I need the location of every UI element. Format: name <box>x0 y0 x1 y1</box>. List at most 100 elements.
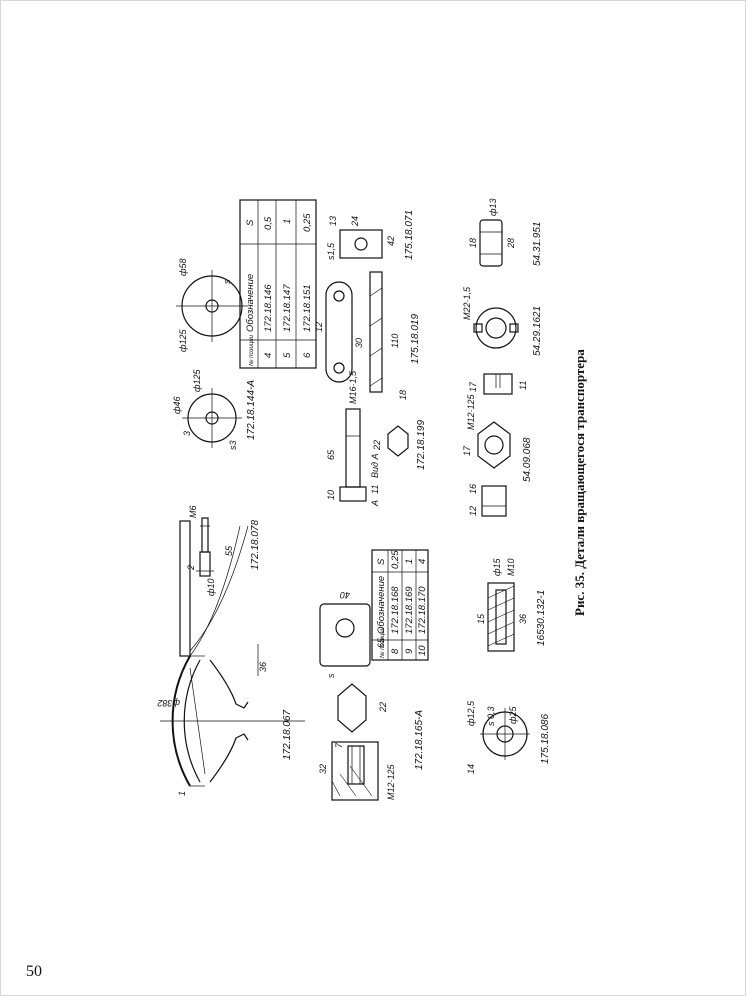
dim-36: 36 <box>258 662 268 672</box>
tt-r2c1: 172.18.151 <box>302 284 313 332</box>
tm-r0c2: 0,25 <box>390 550 401 569</box>
dim-14: 14 <box>466 764 476 774</box>
tt-r1c1: 172.18.147 <box>282 284 293 332</box>
tm-r0c0: 8 <box>390 648 401 654</box>
tm-r1c2: 1 <box>404 559 415 564</box>
tt-h2: S <box>245 219 256 226</box>
label-175-18-071: 175.18.071 <box>404 210 415 260</box>
tt-r0c1: 172.18.146 <box>263 284 274 332</box>
part-washer-175-18-086: 14 ф12,5 s 0,3 ф25 175.18.086 <box>466 700 551 774</box>
tm-r2c1: 172.18.170 <box>417 586 428 634</box>
dim-40: 40 <box>340 590 350 600</box>
label-175-18-086: 175.18.086 <box>540 714 551 764</box>
dim-d58: ф58 <box>178 258 188 276</box>
dim-1: 1 <box>177 791 187 796</box>
dim-s03: s 0,3 <box>486 706 496 726</box>
tm-r1c1: 172.18.169 <box>404 586 415 634</box>
dim-110: 110 <box>390 334 400 348</box>
part-disc-172-18-144a: ф46 ф125 3 s3 172.18.144-А <box>172 368 257 450</box>
dim-17: 17 <box>462 445 472 456</box>
dim-12b: 12 <box>314 322 324 332</box>
figure-caption: Рис. 35. Детали вращающегося транспортер… <box>572 349 587 616</box>
table-middle: № позиции Обозначение S 8 172.18.168 0,2… <box>371 549 429 661</box>
dim-s-left: s <box>326 673 336 678</box>
label-54-31-951: 54.31.951 <box>532 222 543 267</box>
label-172-18-067: 172.18.067 <box>282 710 293 760</box>
part-arc-172-18-067: ф382 1 172.18.067 <box>157 655 305 796</box>
tt-r2c2: 0,25 <box>302 213 313 232</box>
dim-m12b: М12·125 <box>466 393 476 430</box>
dim-d25: ф25 <box>508 705 518 724</box>
dim-2: 2 <box>186 565 196 571</box>
part-nut-54-29-1621: 17 М22·1,5 11 54.29.1621 <box>462 286 543 395</box>
dim-m22: М22·1,5 <box>462 286 472 320</box>
dim-36b: 36 <box>518 614 528 624</box>
label-54-09-068: 54.09.068 <box>522 437 533 482</box>
dim-65: 65 <box>376 637 386 648</box>
dim-55: 55 <box>224 545 234 556</box>
tm-r2c0: 10 <box>417 645 428 656</box>
dim-15: 15 <box>476 613 486 624</box>
label-172-18-144a: 172.18.144-А <box>246 380 257 440</box>
page-number: 50 <box>26 963 42 980</box>
tm-r1c0: 9 <box>404 648 415 654</box>
dim-A: А <box>370 500 380 507</box>
dim-18: 18 <box>398 390 408 400</box>
dim-10b: 10 <box>326 490 336 500</box>
dim-24: 24 <box>350 216 360 227</box>
tm-h0: № позиции <box>379 626 386 658</box>
dim-11b: 11 <box>518 381 528 390</box>
dim-m6: М6 <box>188 505 198 518</box>
dim-vid: Вид А <box>370 454 380 479</box>
dim-s-right: s <box>222 279 232 284</box>
dim-7: 7 <box>334 742 344 748</box>
part-plate-175-18-071: 13 s1,5 24 42 175.18.071 <box>326 210 415 260</box>
label-54-29-1621: 54.29.1621 <box>532 306 543 356</box>
label-172-18-078: 172.18.078 <box>250 520 261 570</box>
tt-h0: № позиции <box>248 334 255 366</box>
part-plate-with-hole: s 65 40 <box>319 590 386 678</box>
tt-r1c2: 1 <box>282 219 293 224</box>
part-strip-side: 36 <box>179 520 268 676</box>
dim-30: 30 <box>354 338 364 348</box>
tm-h2: S <box>376 558 387 565</box>
part-pin-172-18-078: 2 55 М6 ф10 172.18.078 <box>186 505 261 596</box>
rotated-figure: Рис. 35. Детали вращающегося транспортер… <box>157 198 587 801</box>
dim-d125b: ф125 <box>178 328 188 352</box>
tt-r0c2: 0,5 <box>263 216 274 230</box>
tt-r2c0: 6 <box>302 352 313 358</box>
dim-13: 13 <box>328 216 338 226</box>
dim-28: 28 <box>506 238 516 249</box>
dim-3: 3 <box>182 431 192 436</box>
dim-s15: s1,5 <box>326 242 336 260</box>
dim-m10: М10 <box>506 558 516 576</box>
dim-12: 12 <box>468 506 478 516</box>
label-175-18-019: 175.18.019 <box>410 314 421 364</box>
part-bolt-172-18-199: 10 65 М16·1,5 А 11 Вид А 22 172.18.199 <box>326 370 427 507</box>
dim-32: 32 <box>318 764 328 774</box>
dim-16: 16 <box>468 484 478 494</box>
part-nut-172-18-165a: 7 32 22 М12·125 172.18.165-А <box>318 683 425 801</box>
dim-18b: 18 <box>468 238 478 248</box>
dim-m16: М16·1,5 <box>348 370 358 404</box>
dim-d125s: ф12,5 <box>466 700 476 726</box>
tt-r0c0: 4 <box>263 353 274 358</box>
dim-d10: ф10 <box>206 578 216 596</box>
tm-h1: Обозначение <box>376 576 387 634</box>
dim-17b: 17 <box>468 381 478 392</box>
part-disc-172-18-146: ф58 ф125 s <box>176 258 248 352</box>
tm-r2c2: 4 <box>417 559 428 564</box>
dim-42: 42 <box>386 236 396 246</box>
table-top: № позиции Обозначение S 4 172.18.146 0,5… <box>239 199 317 369</box>
label-172-18-199: 172.18.199 <box>416 420 427 470</box>
part-link-175-18-019: 12 30 110 18 175.18.019 <box>314 271 421 400</box>
tt-r1c0: 5 <box>282 352 293 358</box>
dim-m12: М12·125 <box>386 763 396 800</box>
dim-d125: ф125 <box>192 368 202 392</box>
dim-11: 11 <box>370 485 380 494</box>
dim-d46: ф46 <box>172 396 182 414</box>
tt-h1: Обозначение <box>245 274 256 332</box>
part-coupling-16530-132: 15 36 ф15 М10 16530.132-1 <box>476 557 547 652</box>
label-16530-132: 16530.132-1 <box>536 590 547 646</box>
